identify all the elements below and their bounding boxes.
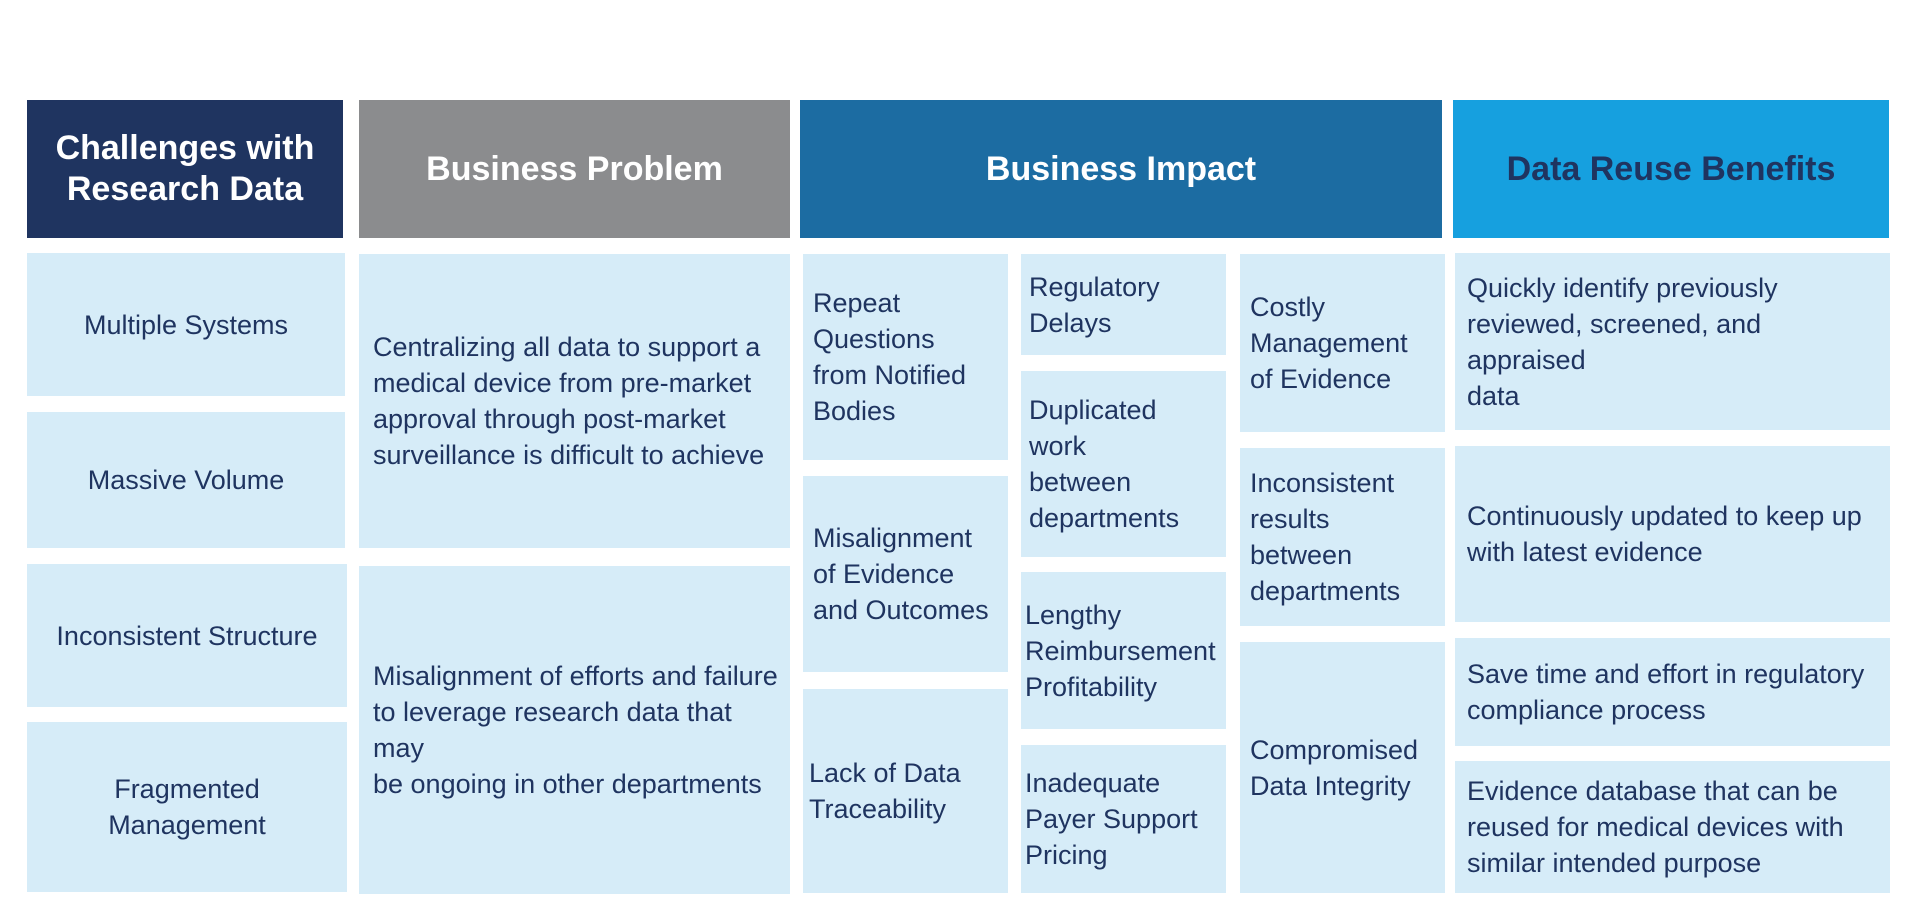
challenges-header-label: Challenges with Research Data bbox=[55, 129, 315, 208]
problem-header-label: Business Problem bbox=[426, 149, 723, 188]
problem-text: Misalignment of efforts and failure to l… bbox=[373, 661, 778, 799]
challenges-header: Challenges with Research Data bbox=[27, 100, 343, 238]
impact-text: Costly Management of Evidence bbox=[1250, 292, 1408, 394]
problem-text: Centralizing all data to support a medic… bbox=[373, 332, 765, 470]
problem-header: Business Problem bbox=[359, 100, 790, 238]
impact-text: Duplicated work between departments bbox=[1029, 395, 1180, 533]
challenge-text: Inconsistent Structure bbox=[56, 620, 318, 651]
benefit-cell: Continuously updated to keep up with lat… bbox=[1455, 446, 1890, 622]
impact-text: Repeat Questions from Notified Bodies bbox=[813, 288, 967, 426]
challenge-text: Fragmented Management bbox=[108, 774, 266, 840]
challenge-text: Massive Volume bbox=[87, 465, 285, 495]
impact-cell: Inadequate Payer Support Pricing bbox=[1021, 745, 1226, 893]
impact-text: Compromised Data Integrity bbox=[1250, 734, 1419, 801]
benefit-text: Save time and effort in regulatory compl… bbox=[1467, 659, 1865, 725]
problem-cell: Centralizing all data to support a medic… bbox=[359, 254, 790, 548]
impact-text: Inconsistent results between departments bbox=[1250, 468, 1401, 606]
impact-cell: Lengthy Reimbursement Profitability bbox=[1021, 572, 1226, 729]
benefit-cell: Quickly identify previously reviewed, sc… bbox=[1455, 253, 1890, 430]
impact-cell: Costly Management of Evidence bbox=[1240, 254, 1445, 432]
benefit-cell: Evidence database that can be reused for… bbox=[1455, 761, 1890, 893]
challenge-cell: Fragmented Management bbox=[27, 722, 347, 892]
impact-header: Business Impact bbox=[800, 100, 1442, 238]
benefit-text: Evidence database that can be reused for… bbox=[1467, 776, 1844, 878]
impact-cell: Repeat Questions from Notified Bodies bbox=[803, 254, 1008, 460]
impact-cell: Lack of Data Traceability bbox=[803, 689, 1008, 893]
impact-header-label: Business Impact bbox=[985, 149, 1257, 188]
impact-cell: Misalignment of Evidence and Outcomes bbox=[803, 476, 1008, 672]
impact-text: Inadequate Payer Support Pricing bbox=[1025, 768, 1198, 870]
challenge-text: Multiple Systems bbox=[83, 309, 289, 340]
benefits-header-label: Data Reuse Benefits bbox=[1506, 149, 1836, 188]
impact-cell: Inconsistent results between departments bbox=[1240, 448, 1445, 626]
impact-text: Lengthy Reimbursement Profitability bbox=[1025, 599, 1216, 702]
benefit-cell: Save time and effort in regulatory compl… bbox=[1455, 638, 1890, 746]
benefit-text: Continuously updated to keep up with lat… bbox=[1467, 501, 1862, 567]
impact-text: Lack of Data Traceability bbox=[809, 758, 961, 824]
impact-cell: Regulatory Delays bbox=[1021, 254, 1226, 355]
impact-cell: Duplicated work between departments bbox=[1021, 371, 1226, 557]
challenge-cell: Inconsistent Structure bbox=[27, 564, 347, 707]
impact-text: Regulatory Delays bbox=[1029, 271, 1160, 338]
benefit-text: Quickly identify previously reviewed, sc… bbox=[1467, 272, 1778, 411]
benefits-header: Data Reuse Benefits bbox=[1453, 100, 1889, 238]
impact-cell: Compromised Data Integrity bbox=[1240, 642, 1445, 893]
problem-cell: Misalignment of efforts and failure to l… bbox=[359, 566, 790, 894]
challenge-cell: Massive Volume bbox=[27, 412, 345, 548]
impact-text: Misalignment of Evidence and Outcomes bbox=[813, 523, 989, 625]
challenge-cell: Multiple Systems bbox=[27, 253, 345, 396]
